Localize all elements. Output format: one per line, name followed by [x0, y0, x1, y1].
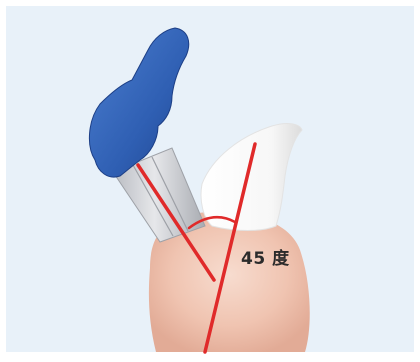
angle-label: 45 度 [241, 244, 290, 269]
